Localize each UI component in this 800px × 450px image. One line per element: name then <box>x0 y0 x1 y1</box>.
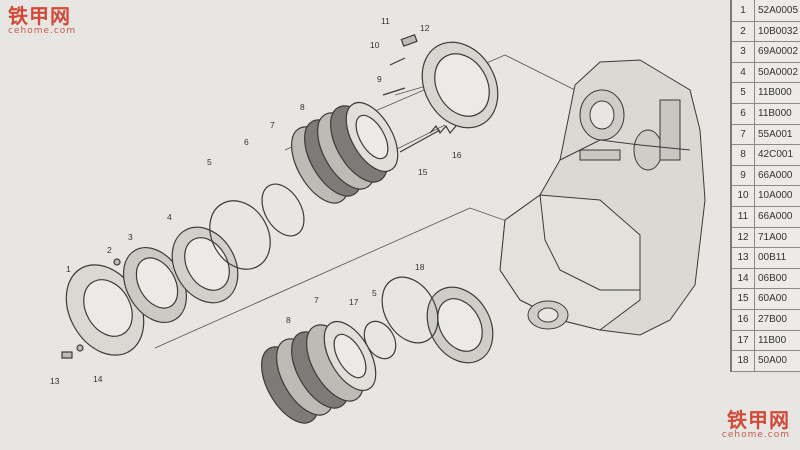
parts-table-row: 17 11B00 <box>732 329 800 352</box>
callout-5b: 5 <box>372 288 377 298</box>
part-code: 11B00 <box>754 329 800 351</box>
callout-10: 10 <box>370 40 380 50</box>
callout-12: 12 <box>420 23 430 33</box>
part-code: 55A001 <box>754 123 800 145</box>
part-number: 5 <box>740 87 746 99</box>
part-code: 52A0005 <box>754 0 800 21</box>
callout-14: 14 <box>93 374 103 384</box>
part-number: 2 <box>740 25 746 37</box>
parts-table-row: 14 06B00 <box>732 267 800 290</box>
part-12-cover <box>421 41 499 129</box>
callout-4: 4 <box>167 212 172 222</box>
part-4-ring <box>171 226 239 304</box>
parts-table-row: 1 52A0005 <box>732 0 800 22</box>
watermark-domain-text: cehome.com <box>8 26 77 36</box>
parts-table-row: 6 11B000 <box>732 103 800 125</box>
parts-table-row: 3 69A0002 <box>732 41 800 63</box>
callout-7: 7 <box>270 120 275 130</box>
parts-table-row: 15 60A00 <box>732 288 800 310</box>
watermark-brand-text: 铁甲网 <box>8 4 71 28</box>
callout-5: 5 <box>207 157 212 167</box>
callout-8: 8 <box>300 102 305 112</box>
part-number: 4 <box>740 66 746 78</box>
watermark-domain-text: cehome.com <box>721 430 790 440</box>
part-code: 66A000 <box>754 206 800 227</box>
part-number: 9 <box>740 169 746 181</box>
callout-8b: 8 <box>286 315 291 325</box>
part-code: 69A0002 <box>754 41 800 62</box>
part-code: 66A000 <box>754 164 800 186</box>
part-number: 7 <box>740 128 746 140</box>
parts-table-row: 9 66A000 <box>732 164 800 187</box>
watermark-top-left: 铁甲网 cehome.com <box>8 6 76 36</box>
part-code: 00B11 <box>754 247 800 268</box>
parts-table-row: 16 27B00 <box>732 309 800 331</box>
parts-table-row: 13 00B11 <box>732 247 800 269</box>
part-number: 17 <box>737 334 749 346</box>
part-code: 42C001 <box>754 144 800 165</box>
callout-3: 3 <box>128 232 133 242</box>
callout-7b: 7 <box>314 295 319 305</box>
part-number: 18 <box>737 355 749 367</box>
small-hardware <box>61 34 457 359</box>
part-code: 60A00 <box>754 288 800 309</box>
callout-13: 13 <box>50 376 60 386</box>
part-number: 12 <box>737 231 749 243</box>
part-code: 71A00 <box>754 226 800 248</box>
part-5-snap-ring <box>209 200 439 344</box>
lower-clutch-disc-stack <box>261 321 377 424</box>
part-1-end-cover <box>65 264 145 356</box>
part-6-snap-ring <box>261 183 305 237</box>
callout-1: 1 <box>66 264 71 274</box>
parts-table-row: 10 10A000 <box>732 185 800 207</box>
callout-6: 6 <box>244 137 249 147</box>
parts-table-row: 2 10B0032 <box>732 20 800 43</box>
part-number: 11 <box>737 211 749 222</box>
part-number: 10 <box>737 190 749 202</box>
callout-18: 18 <box>415 262 425 272</box>
callout-numbers: 1 2 3 4 5 6 7 8 9 10 11 12 13 14 15 16 1… <box>50 16 462 386</box>
watermark-brand-text: 铁甲网 <box>727 408 790 432</box>
callout-11: 11 <box>381 16 390 26</box>
part-code: 10A000 <box>754 185 800 206</box>
part-number: 15 <box>737 293 749 305</box>
callout-9: 9 <box>377 74 382 84</box>
parts-table-row: 8 42C001 <box>732 144 800 166</box>
part-code: 11B000 <box>754 82 800 103</box>
part-3-ring <box>122 247 188 323</box>
parts-table-row: 7 55A001 <box>732 123 800 146</box>
part-code: 50A00 <box>754 350 800 371</box>
part-number: 14 <box>737 272 749 284</box>
parts-table-row: 11 66A000 <box>732 206 800 228</box>
part-code: 11B000 <box>754 103 800 124</box>
part-number: 13 <box>737 252 749 264</box>
callout-16: 16 <box>452 150 462 160</box>
part-number: 6 <box>740 108 746 119</box>
parts-table-row: 5 11B000 <box>732 82 800 104</box>
part-code: 27B00 <box>754 309 800 330</box>
parts-table-row: 18 50A00 <box>732 350 800 372</box>
callout-17: 17 <box>349 297 359 307</box>
part-code: 10B0032 <box>754 20 800 42</box>
part-number: 16 <box>737 314 749 325</box>
part-number: 1 <box>740 5 746 16</box>
part-18-seal <box>426 286 494 364</box>
parts-table-row: 4 50A0002 <box>732 61 800 84</box>
callout-2: 2 <box>107 245 112 255</box>
transmission-housing <box>499 59 706 336</box>
part-number: 8 <box>740 149 746 161</box>
watermark-bottom-right: 铁甲网 cehome.com <box>722 410 790 440</box>
part-code: 50A0002 <box>754 61 800 83</box>
upper-clutch-disc-stack <box>291 102 399 204</box>
part-code: 06B00 <box>754 267 800 289</box>
parts-table-row: 12 71A00 <box>732 226 800 249</box>
part-number: 3 <box>740 46 746 58</box>
callout-15: 15 <box>418 167 428 177</box>
